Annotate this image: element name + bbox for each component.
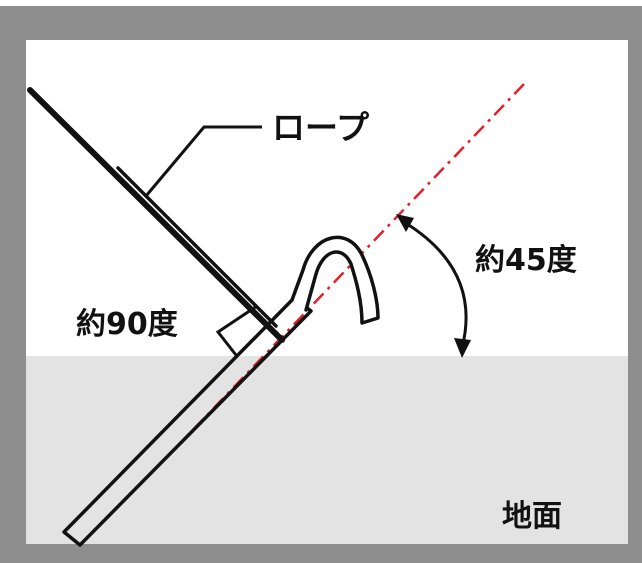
angle-45-label: 約45度: [475, 243, 577, 278]
45-degree-arc: [403, 220, 468, 349]
rope-label: ロープ: [272, 108, 370, 147]
rope-strand: [116, 166, 278, 328]
arc-arrowhead-top: [396, 214, 414, 232]
angle-90-label: 約90度: [76, 307, 178, 342]
top-strip: [0, 0, 642, 6]
rope-leader-line: [144, 125, 262, 197]
rope: [27, 87, 285, 343]
ground-label: 地面: [502, 499, 562, 534]
peg-shaft: [62, 296, 313, 547]
peg-hook: [290, 235, 380, 325]
sky-area: [26, 40, 628, 356]
ground-area: [26, 356, 628, 544]
right-angle-marker: [215, 304, 258, 356]
arc-arrowhead-bottom: [454, 338, 471, 358]
